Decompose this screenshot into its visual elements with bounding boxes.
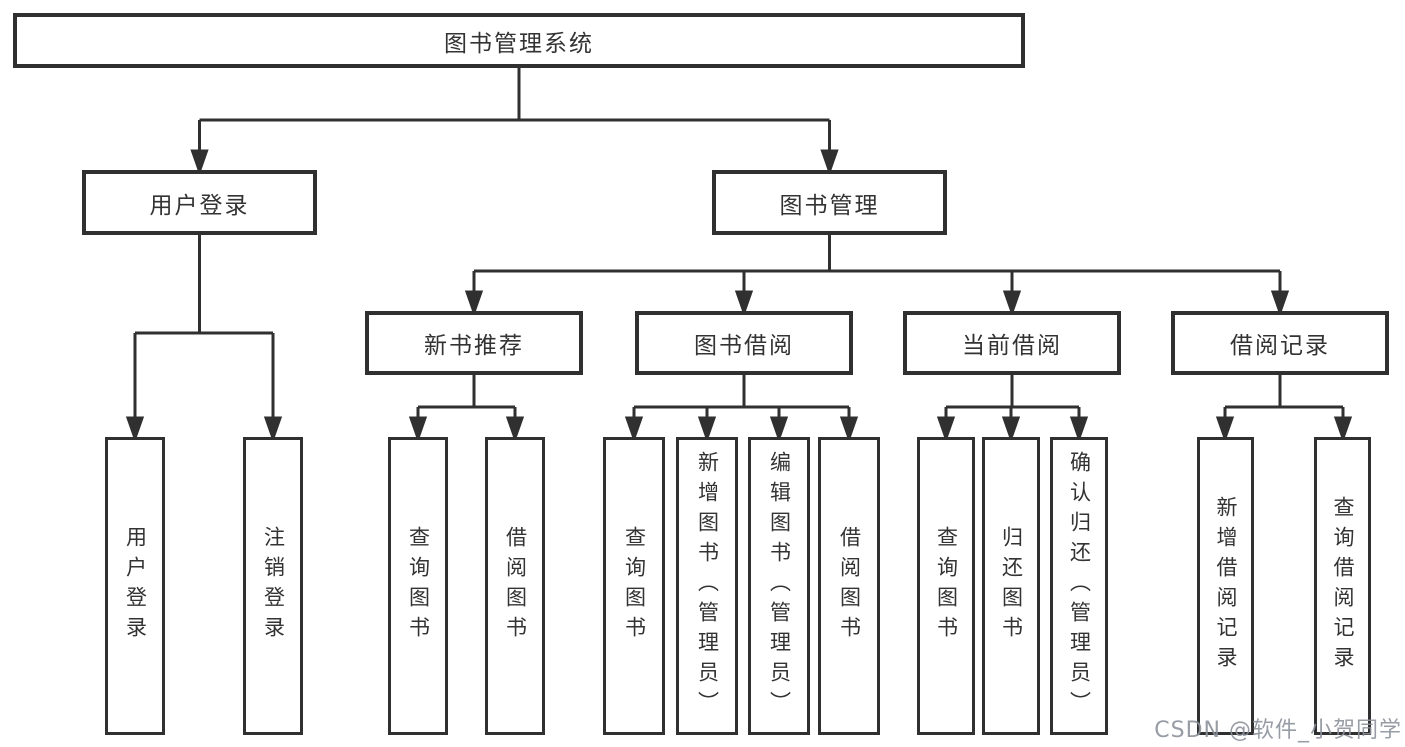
node-label: 当前借阅	[962, 333, 1062, 359]
leaf-label: 查询图书	[622, 526, 647, 646]
node-book-borrow: 图书借阅	[635, 311, 853, 375]
node-label: 新书推荐	[424, 333, 524, 359]
leaf-label: 借阅图书	[837, 526, 862, 646]
leaf-label: 新增图书（管理员）	[695, 451, 720, 721]
leaf-label: 查询借阅记录	[1331, 496, 1355, 676]
leaf-label: 用户登录	[123, 526, 148, 646]
node-borrow-records: 借阅记录	[1171, 311, 1389, 375]
leaf-add-borrow-record: 新增借阅记录	[1197, 437, 1254, 735]
leaf-query-borrow-record: 查询借阅记录	[1314, 437, 1371, 735]
connector-book-branch	[464, 235, 1290, 317]
leaf-label: 新增借阅记录	[1214, 496, 1238, 676]
connector-book-borrow-group	[624, 375, 859, 443]
connector-new-book-group	[408, 375, 525, 443]
node-label: 图书管理	[779, 192, 880, 219]
node-label: 用户登录	[149, 192, 250, 219]
leaf-query-books-current: 查询图书	[917, 437, 975, 735]
node-new-book-recommend: 新书推荐	[365, 311, 583, 375]
leaf-return-books: 归还图书	[982, 437, 1040, 735]
leaf-confirm-return-admin: 确认归还（管理员）	[1050, 437, 1108, 735]
connector-root-to-branches	[190, 68, 839, 176]
leaf-add-books-admin: 新增图书（管理员）	[676, 437, 738, 735]
leaf-label: 借阅图书	[503, 526, 528, 646]
leaf-label: 编辑图书（管理员）	[767, 451, 792, 721]
connector-borrow-records-group	[1215, 375, 1353, 443]
connector-current-borrow-group	[936, 375, 1089, 443]
node-book-management-branch: 图书管理	[712, 170, 947, 235]
node-label: 图书管理系统	[444, 30, 594, 57]
node-label: 借阅记录	[1230, 333, 1330, 359]
leaf-label: 查询图书	[934, 526, 959, 646]
csdn-watermark: CSDN @软件_小贺同学	[1154, 718, 1402, 743]
leaf-borrow-books-recommend: 借阅图书	[485, 437, 545, 735]
connector-user-branch	[125, 235, 283, 443]
leaf-label: 注销登录	[261, 526, 286, 646]
leaf-edit-books-admin: 编辑图书（管理员）	[748, 437, 810, 735]
leaf-logout: 注销登录	[243, 437, 303, 735]
node-user-login-branch: 用户登录	[82, 170, 317, 235]
leaf-label: 归还图书	[999, 526, 1024, 646]
leaf-user-login: 用户登录	[105, 437, 165, 735]
leaf-label: 查询图书	[406, 526, 431, 646]
leaf-query-books-recommend: 查询图书	[388, 437, 448, 735]
node-library-management-system: 图书管理系统	[13, 13, 1025, 68]
node-current-borrow: 当前借阅	[903, 311, 1121, 375]
leaf-query-books-borrow: 查询图书	[603, 437, 665, 735]
leaf-borrow-books: 借阅图书	[818, 437, 880, 735]
node-label: 图书借阅	[694, 333, 794, 359]
leaf-label: 确认归还（管理员）	[1067, 451, 1092, 721]
